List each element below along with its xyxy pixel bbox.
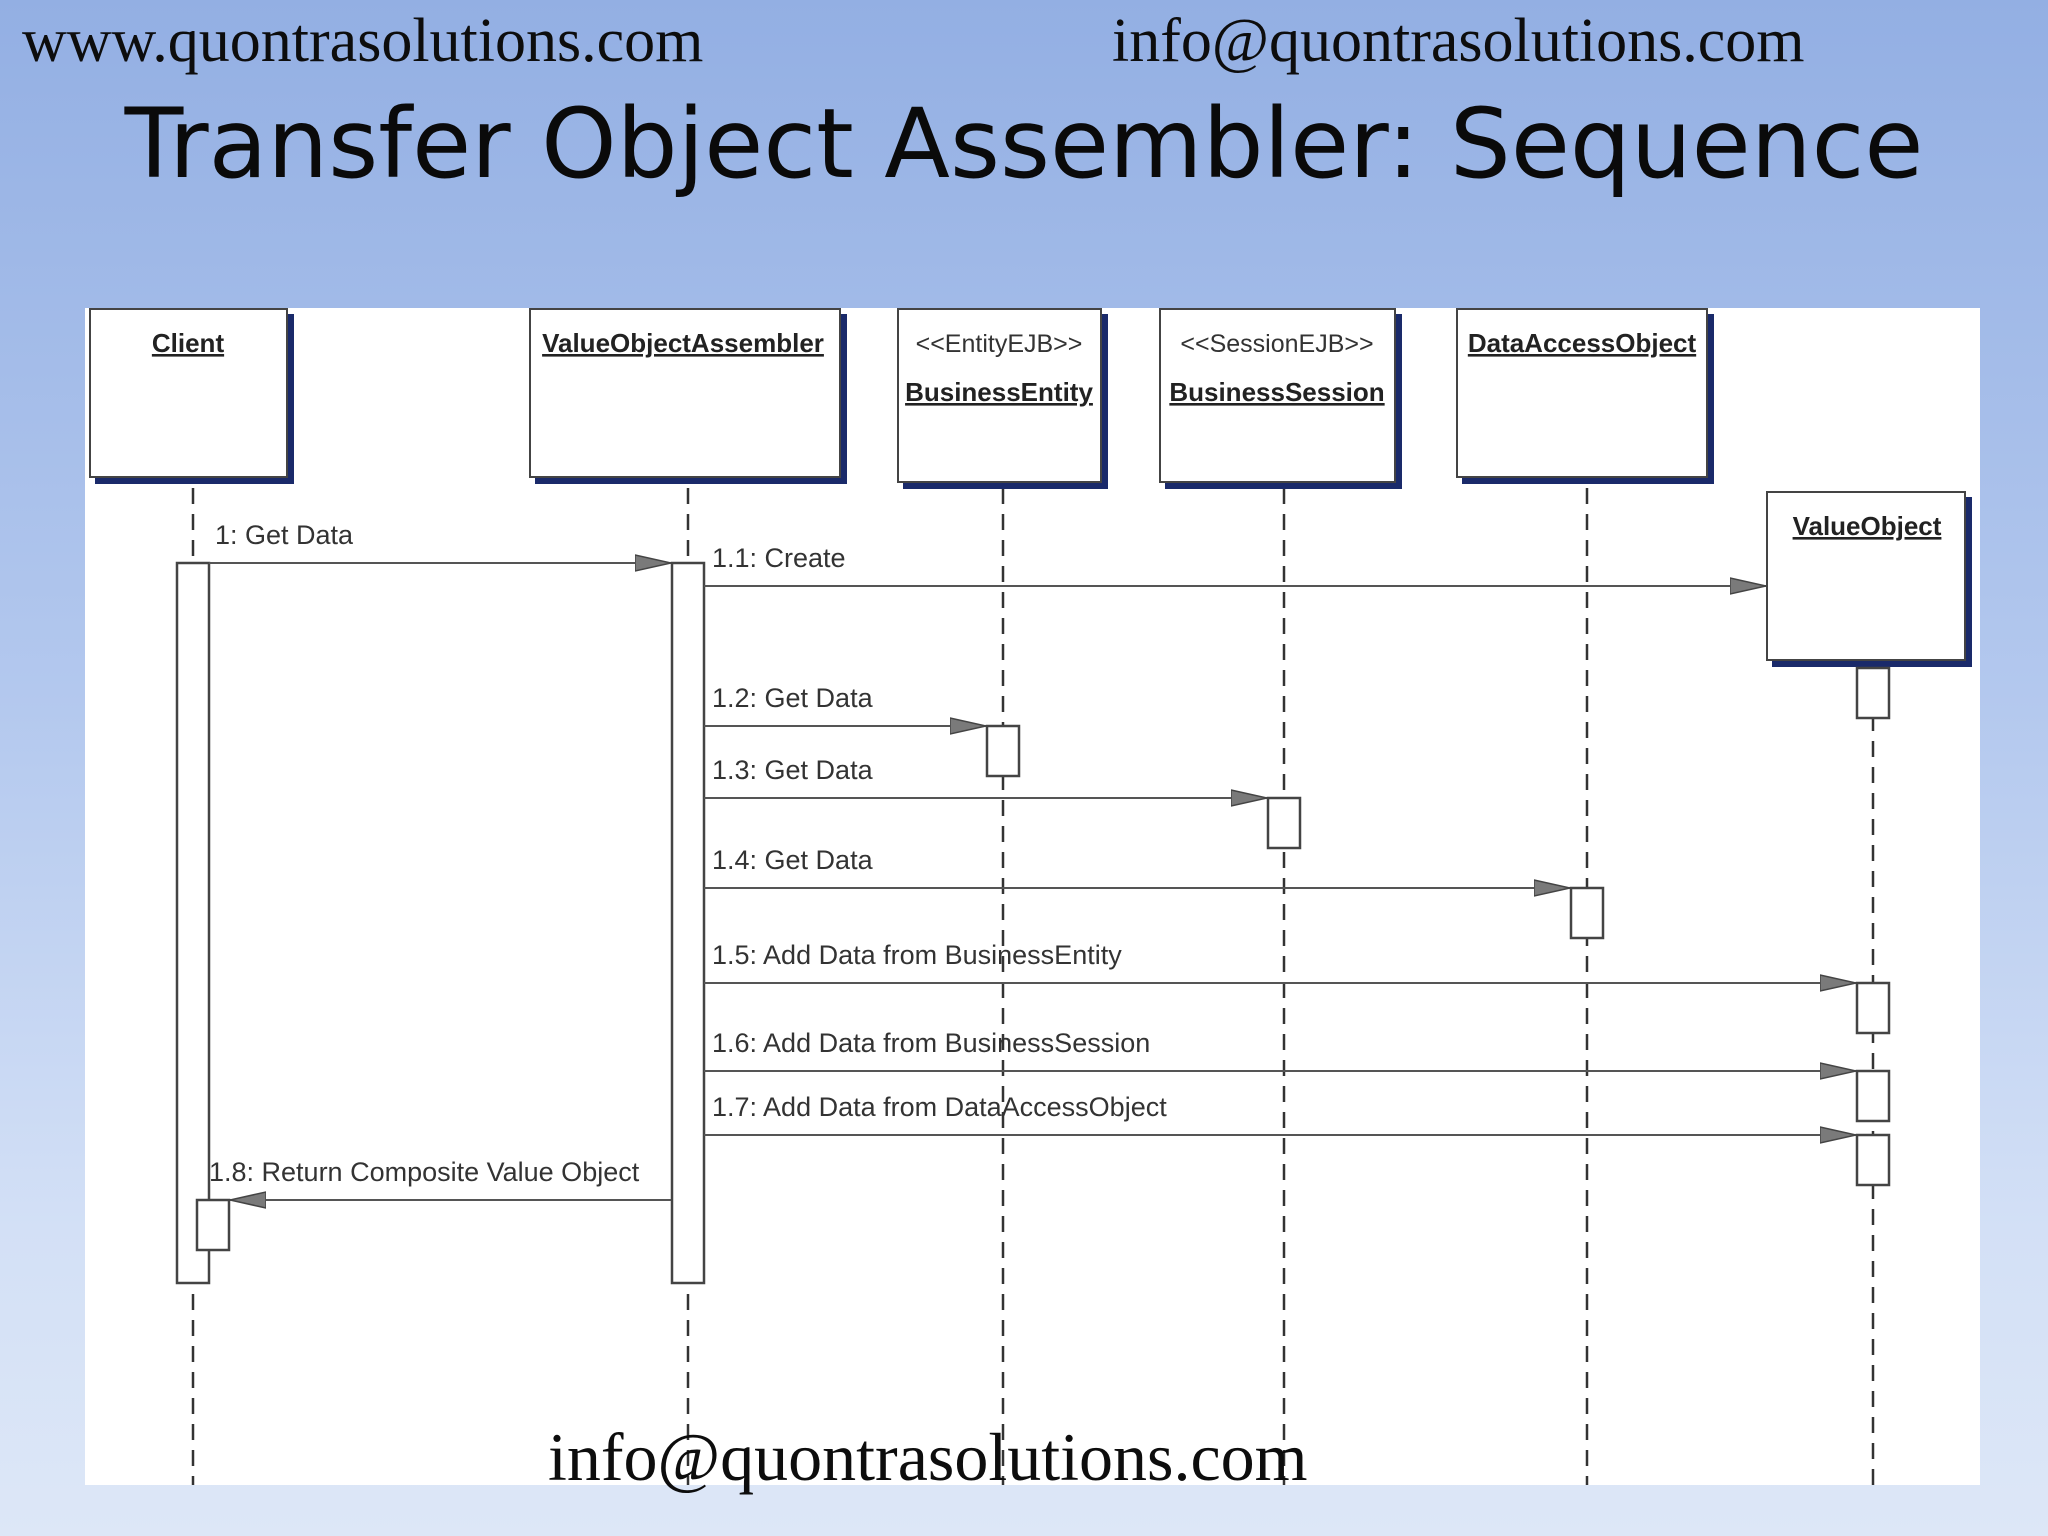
object-entity-name: BusinessEntity [905,377,1093,407]
activation-dao [1569,886,1605,940]
object-business-session: <<SessionEJB>> BusinessSession [1159,308,1402,489]
object-vo-name: ValueObject [1793,511,1942,541]
activation-client-return [195,1198,231,1252]
slide-title: Transfer Object Assembler: Sequence [124,88,1924,200]
message-label-1: 1: Get Data [215,520,354,550]
activation-client [175,561,211,1285]
object-data-access-object: DataAccessObject [1456,308,1714,484]
object-value-object: ValueObject [1766,491,1972,667]
object-assembler-name: ValueObjectAssembler [542,328,824,358]
email-header: info@quontrasolutions.com [1112,7,1805,75]
message-label-1-7: 1.7: Add Data from DataAccessObject [712,1092,1167,1122]
activation-vo-create [1855,666,1891,720]
activation-assembler [670,561,706,1285]
message-label-1-2: 1.2: Get Data [712,683,874,713]
activation-session [1266,796,1302,850]
object-dao-name: DataAccessObject [1468,328,1697,358]
message-label-1-8: 1.8: Return Composite Value Object [209,1157,640,1187]
message-label-1-6: 1.6: Add Data from BusinessSession [712,1028,1150,1058]
message-label-1-5: 1.5: Add Data from BusinessEntity [712,940,1122,970]
activation-vo-2 [1855,1069,1891,1123]
activation-entity [985,724,1021,778]
object-client: Client [89,308,294,484]
activation-vo-1 [1855,981,1891,1035]
object-entity-stereotype: <<EntityEJB>> [916,330,1083,358]
object-business-entity: <<EntityEJB>> BusinessEntity [897,308,1108,489]
message-label-1-3: 1.3: Get Data [712,755,874,785]
object-session-stereotype: <<SessionEJB>> [1180,330,1373,358]
email-footer: info@quontrasolutions.com [548,1419,1308,1495]
sequence-diagram: Client ValueObjectAssembler <<EntityEJB>… [85,308,1980,1485]
website-url: www.quontrasolutions.com [22,7,704,75]
object-client-name: Client [152,328,225,358]
message-label-1-1: 1.1: Create [712,543,846,573]
activation-vo-3 [1855,1133,1891,1187]
object-value-object-assembler: ValueObjectAssembler [529,308,847,484]
message-label-1-4: 1.4: Get Data [712,845,874,875]
object-session-name: BusinessSession [1169,377,1384,407]
